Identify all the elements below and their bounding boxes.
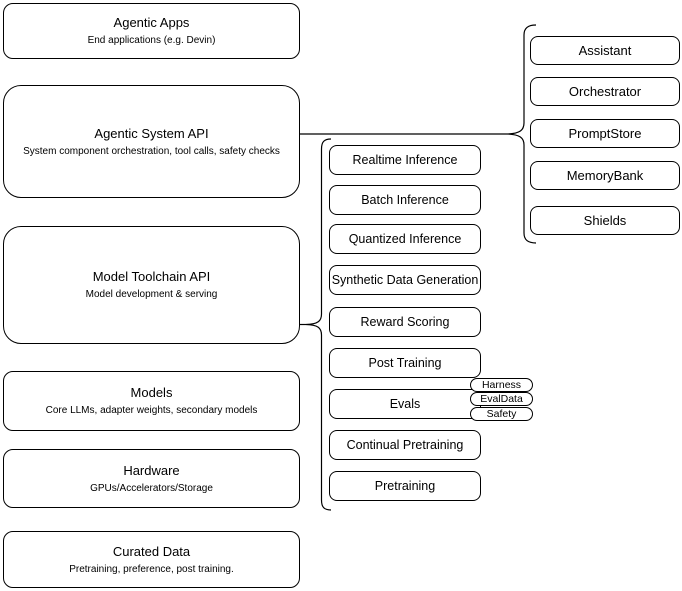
stack-box-hardware: Hardware GPUs/Accelerators/Storage (3, 449, 300, 508)
toolchain-item-pretraining: Pretraining (329, 471, 481, 501)
box-subtitle: Model development & serving (85, 289, 218, 300)
component-orchestrator: Orchestrator (530, 77, 680, 106)
stack-box-curated-data: Curated Data Pretraining, preference, po… (3, 531, 300, 588)
eval-tag-harness: Harness (470, 378, 533, 392)
box-subtitle: GPUs/Accelerators/Storage (90, 482, 213, 494)
box-title: Model Toolchain API (92, 269, 211, 284)
box-title: Hardware (123, 462, 180, 478)
box-title: Agentic System API (94, 125, 209, 141)
eval-tag-evaldata: EvalData (470, 392, 533, 406)
stack-box-model-toolchain-api: Model Toolchain API Model development & … (3, 226, 300, 344)
toolchain-item-post-training: Post Training (329, 348, 481, 378)
component-promptstore: PromptStore (530, 119, 680, 148)
box-title: Agentic Apps (113, 15, 190, 30)
component-assistant: Assistant (530, 36, 680, 65)
toolchain-item-synthetic-data-generation: Synthetic Data Generation (329, 265, 481, 295)
stack-box-models: Models Core LLMs, adapter weights, secon… (3, 371, 300, 431)
box-subtitle: Pretraining, preference, post training. (69, 563, 234, 575)
toolchain-item-evals: Evals (329, 389, 481, 419)
toolchain-brace (305, 138, 332, 511)
component-shields: Shields (530, 206, 680, 235)
toolchain-item-quantized-inference: Quantized Inference (329, 224, 481, 254)
toolchain-item-reward-scoring: Reward Scoring (329, 307, 481, 337)
eval-tag-safety: Safety (470, 407, 533, 421)
stack-box-agentic-apps: Agentic Apps End applications (e.g. Devi… (3, 3, 300, 59)
box-title: Models (130, 385, 173, 400)
stack-box-agentic-system-api: Agentic System API System component orch… (3, 85, 300, 198)
toolchain-item-continual-pretraining: Continual Pretraining (329, 430, 481, 460)
box-title: Curated Data (112, 543, 191, 559)
box-subtitle: Core LLMs, adapter weights, secondary mo… (45, 405, 258, 416)
box-subtitle: System component orchestration, tool cal… (23, 145, 280, 157)
toolchain-item-realtime-inference: Realtime Inference (329, 145, 481, 175)
toolchain-item-batch-inference: Batch Inference (329, 185, 481, 215)
component-memorybank: MemoryBank (530, 161, 680, 190)
box-subtitle: End applications (e.g. Devin) (87, 35, 216, 46)
